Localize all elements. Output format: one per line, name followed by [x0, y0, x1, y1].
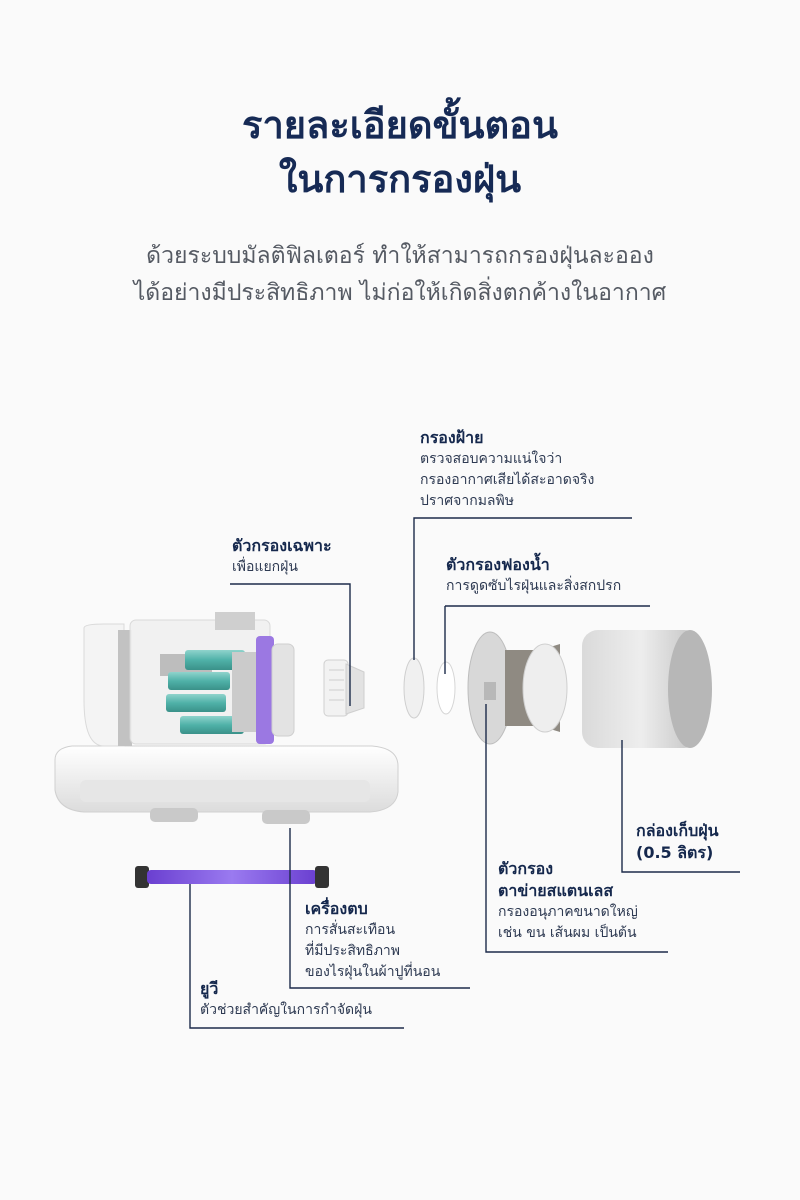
- vacuum-body: [83, 612, 295, 747]
- special-filter-desc-1: เพื่อแยกฝุ่น: [232, 559, 298, 575]
- special-filter-part: [323, 659, 365, 717]
- leader-line-special-filter: [230, 583, 351, 706]
- callout-uv: ยูวี ตัวช่วยสำคัญในการกำจัดฝุ่น: [200, 978, 372, 1021]
- steel-mesh-filter-part: [467, 631, 568, 745]
- vacuum-base: [54, 745, 399, 824]
- cotton-filter-title: กรองฝ้าย: [420, 428, 484, 447]
- intro-text: ด้วยระบบมัลติฟิลเตอร์ ทำให้สามารถกรองฝุ่…: [0, 238, 800, 312]
- uv-lamp-part: [135, 866, 329, 888]
- leader-line-beater: [289, 828, 470, 989]
- sponge-filter-part: [436, 661, 456, 715]
- leader-line-cotton-filter: [413, 517, 632, 660]
- beater-desc-2: ที่มีประสิทธิภาพ: [305, 943, 401, 959]
- page-title-line-2: ในการกรองฝุ่น: [278, 157, 522, 201]
- leader-line-steel-mesh: [485, 704, 668, 953]
- steel-mesh-title-2: ตาข่ายสแตนเลส: [498, 881, 614, 900]
- cotton-filter-part: [403, 657, 425, 719]
- cotton-filter-desc-3: ปราศจากมลพิษ: [420, 493, 514, 509]
- sponge-filter-title: ตัวกรองฟองน้ำ: [446, 555, 550, 574]
- steel-mesh-title-1: ตัวกรอง: [498, 859, 554, 878]
- steel-mesh-desc-1: กรองอนุภาคขนาดใหญ่: [498, 904, 638, 920]
- special-filter-title: ตัวกรองเฉพาะ: [232, 536, 332, 555]
- cotton-filter-desc-2: กรองอากาศเสียได้สะอาดจริง: [420, 472, 595, 488]
- dust-box-title-1: กล่องเก็บฝุ่น: [636, 821, 719, 840]
- steel-mesh-desc-2: เช่น ขน เส้นผม เป็นต้น: [498, 925, 637, 941]
- leader-line-dust-box: [621, 740, 740, 873]
- callout-cotton-filter: กรองฝ้าย ตรวจสอบความแน่ใจว่า กรองอากาศเส…: [420, 427, 594, 512]
- sponge-filter-desc-1: การดูดซับไรฝุ่นและสิ่งสกปรก: [446, 578, 622, 594]
- intro-line-2: ได้อย่างมีประสิทธิภาพ ไม่ก่อให้เกิดสิ่งต…: [133, 280, 667, 306]
- leader-line-uv: [189, 884, 404, 1029]
- beater-desc-1: การสั่นสะเทือน: [305, 922, 396, 938]
- cotton-filter-desc-1: ตรวจสอบความแน่ใจว่า: [420, 451, 563, 467]
- callout-steel-mesh: ตัวกรอง ตาข่ายสแตนเลส กรองอนุภาคขนาดใหญ่…: [498, 858, 638, 944]
- dust-box-title-2: (0.5 ลิตร): [636, 843, 714, 862]
- callout-sponge-filter: ตัวกรองฟองน้ำ การดูดซับไรฝุ่นและสิ่งสกปร…: [446, 554, 621, 597]
- beater-title: เครื่องตบ: [305, 899, 368, 918]
- callout-dust-box: กล่องเก็บฝุ่น (0.5 ลิตร): [636, 820, 719, 864]
- uv-desc-1: ตัวช่วยสำคัญในการกำจัดฝุ่น: [200, 1002, 372, 1018]
- beater-desc-3: ของไรฝุ่นในผ้าปูที่นอน: [305, 964, 441, 980]
- dust-box-part: [582, 630, 712, 748]
- callout-beater: เครื่องตบ การสั่นสะเทือน ที่มีประสิทธิภา…: [305, 898, 440, 983]
- callout-special-filter: ตัวกรองเฉพาะ เพื่อแยกฝุ่น: [232, 535, 332, 578]
- page-title-line-1: รายละเอียดขั้นตอน: [242, 103, 558, 147]
- uv-title: ยูวี: [200, 979, 219, 998]
- intro-line-1: ด้วยระบบมัลติฟิลเตอร์ ทำให้สามารถกรองฝุ่…: [146, 243, 654, 269]
- page-title: รายละเอียดขั้นตอน ในการกรองฝุ่น: [0, 98, 800, 206]
- leader-lines: [189, 517, 740, 1029]
